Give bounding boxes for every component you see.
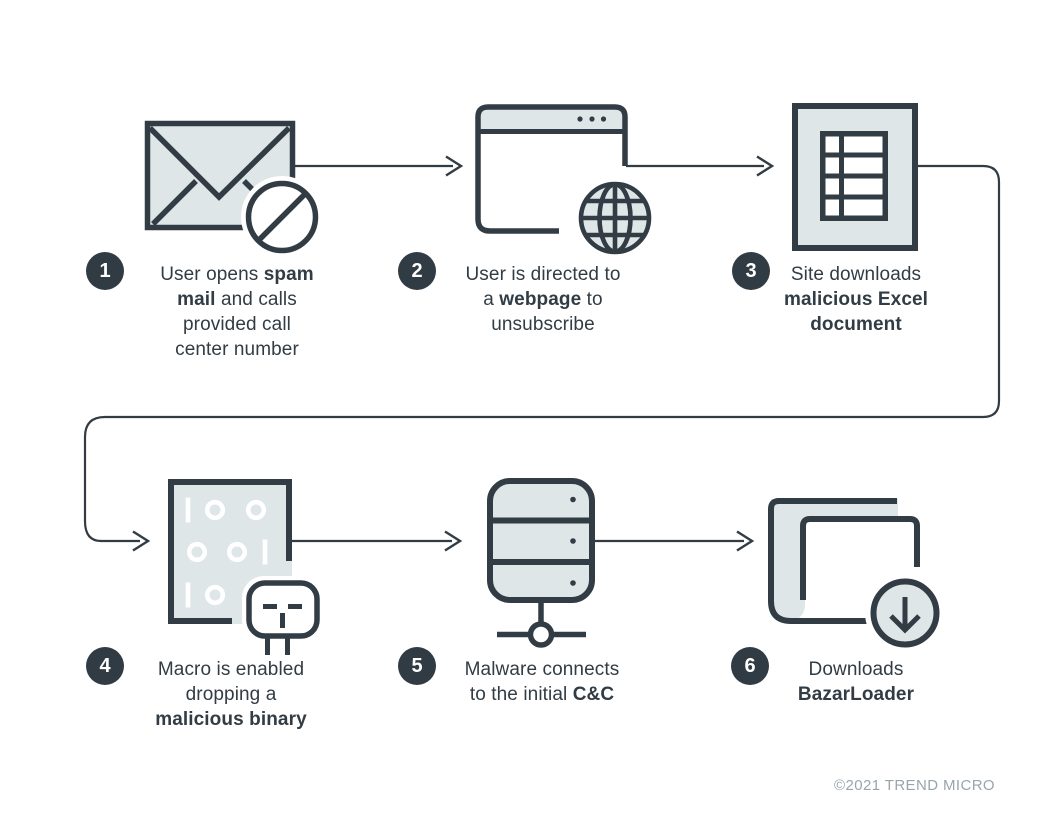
- envelope-flap: [148, 126, 291, 201]
- step-5-badge: 5: [398, 647, 436, 685]
- network-node: [527, 621, 555, 648]
- server-body: [487, 478, 595, 603]
- binary-page-border: [168, 479, 292, 624]
- browser-window: [475, 104, 628, 234]
- webpage-globe-icon: [475, 104, 657, 260]
- front-page-border: [800, 516, 920, 600]
- step-4-badge: 4: [86, 647, 124, 685]
- excel-document-icon: [792, 103, 918, 251]
- browser-dot: [589, 116, 595, 122]
- arrow-step2-step3: [626, 155, 775, 177]
- skull-icon: [242, 576, 324, 655]
- copyright-text: ©2021 TREND MICRO: [834, 777, 995, 794]
- envelope-border: [144, 120, 296, 231]
- browser-titlebar: [478, 107, 625, 129]
- server-led: [570, 580, 576, 586]
- step-1-badge: 1: [86, 252, 124, 290]
- envelope-fold-left: [151, 179, 198, 226]
- back-page-border: [768, 498, 897, 624]
- step-6-badge: 6: [731, 647, 769, 685]
- cc-server-icon: [487, 478, 595, 648]
- arrow-step3-step4: [83, 164, 1001, 552]
- prohibition-slash: [256, 191, 308, 243]
- spam-mail-blocked-icon: [144, 120, 323, 258]
- browser-dot: [600, 116, 607, 122]
- download-document-icon: [768, 498, 945, 653]
- spreadsheet-cells: [825, 136, 883, 216]
- server-led: [570, 496, 576, 503]
- step-3-badge: 3: [732, 252, 770, 290]
- skull-head: [246, 580, 320, 639]
- arrow-step5-step6: [595, 530, 755, 552]
- arrow-step1-step2: [293, 155, 464, 177]
- download-arrow-head: [889, 614, 921, 634]
- browser-dot: [577, 116, 583, 122]
- binary-digits: [185, 497, 268, 608]
- arrow-step4-step5: [292, 530, 463, 552]
- step-2-badge: 2: [398, 252, 436, 290]
- binary-document-skull-icon: [168, 479, 324, 655]
- excel-page-border: [792, 103, 918, 251]
- server-led: [570, 538, 576, 544]
